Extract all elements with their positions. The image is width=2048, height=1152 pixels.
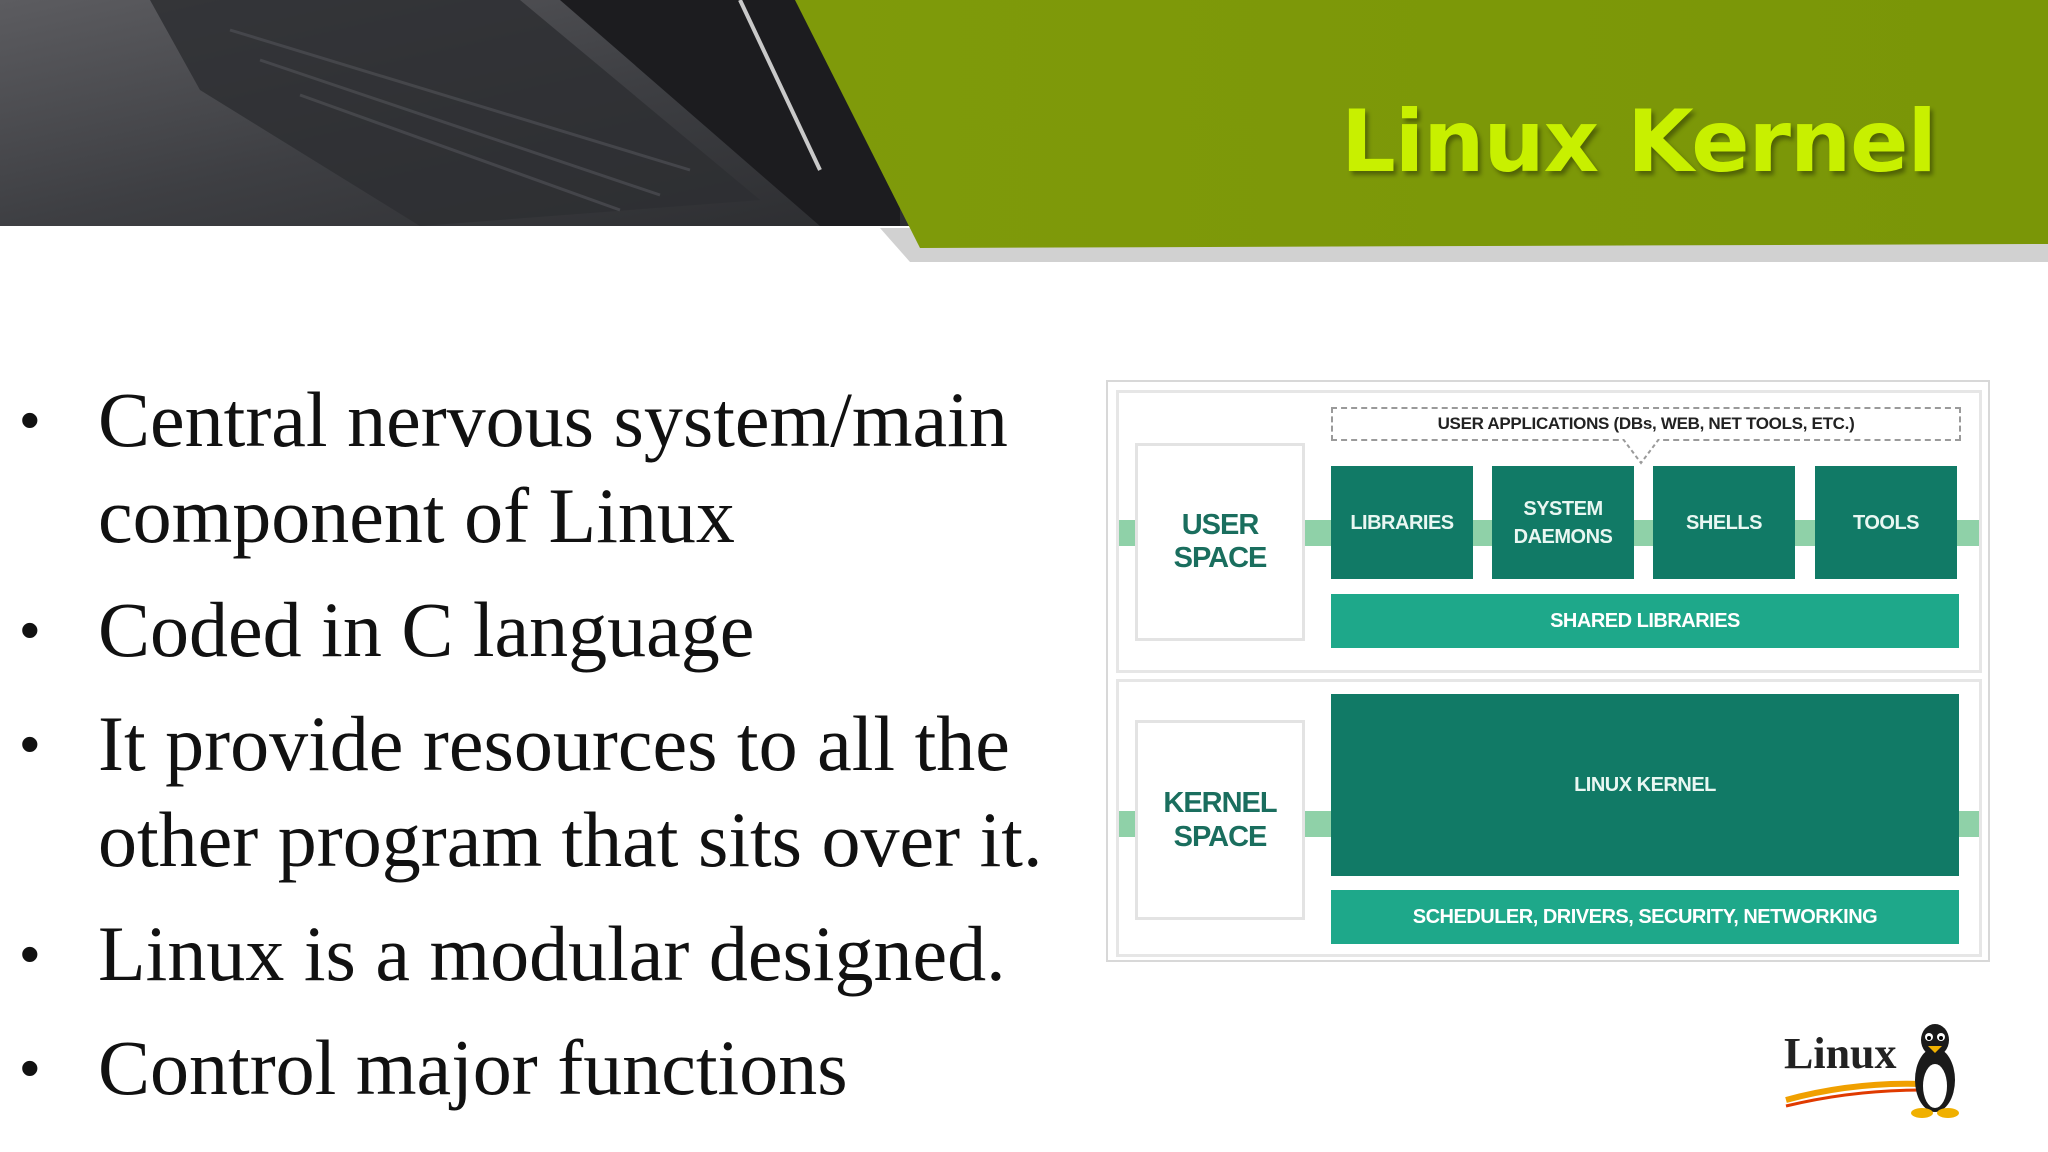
tux-penguin-icon: [1911, 1024, 1959, 1118]
bullet-list: • Central nervous system/main component …: [20, 372, 1080, 1134]
system-daemons-box: SYSTEM DAEMONS: [1492, 466, 1634, 579]
bullet-item: • It provide resources to all the other …: [20, 696, 1080, 888]
bullet-item: • Coded in C language: [20, 582, 1080, 678]
logo-graphic: [1785, 1080, 1923, 1108]
title-band: [795, 0, 2048, 248]
bullet-marker: •: [20, 922, 40, 985]
bullet-text: Linux is a modular designed.: [98, 910, 1006, 997]
bullet-item: • Control major functions: [20, 1020, 1080, 1116]
bullet-text: Control major functions: [98, 1024, 848, 1111]
slide-title: Linux Kernel: [1340, 92, 1937, 192]
linux-kernel-box: LINUX KERNEL: [1331, 694, 1959, 876]
callout-arrow: [1622, 439, 1660, 465]
shells-box: SHELLS: [1653, 466, 1795, 579]
logo-wordmark: Linux: [1784, 1029, 1897, 1078]
bullet-marker: •: [20, 712, 40, 775]
kernel-architecture-diagram: USER APPLICATIONS (DBs, WEB, NET TOOLS, …: [1106, 380, 1990, 962]
bullet-text: It provide resources to all the other pr…: [98, 700, 1043, 883]
bullet-item: • Linux is a modular designed.: [20, 906, 1080, 1002]
bullet-item: • Central nervous system/main component …: [20, 372, 1080, 564]
bullet-marker: •: [20, 598, 40, 661]
user-space-box: USER SPACE: [1135, 443, 1305, 641]
user-applications-label: USER APPLICATIONS (DBs, WEB, NET TOOLS, …: [1331, 407, 1961, 441]
slide-header: Linux Kernel: [0, 0, 2048, 270]
tools-box: TOOLS: [1815, 466, 1957, 579]
linux-logo: Linux: [1782, 1022, 1962, 1122]
kernel-space-section: KERNEL SPACE LINUX KERNEL SCHEDULER, DRI…: [1116, 679, 1982, 957]
libraries-box: LIBRARIES: [1331, 466, 1473, 579]
user-space-section: USER APPLICATIONS (DBs, WEB, NET TOOLS, …: [1116, 390, 1982, 673]
kernel-space-box: KERNEL SPACE: [1135, 720, 1305, 920]
shared-libraries-bar: SHARED LIBRARIES: [1331, 594, 1959, 648]
bullet-marker: •: [20, 1036, 40, 1099]
bullet-text: Central nervous system/main component of…: [98, 376, 1008, 559]
bullet-text: Coded in C language: [98, 586, 755, 673]
bullet-marker: •: [20, 388, 40, 451]
header-background: [0, 0, 2048, 262]
kernel-services-bar: SCHEDULER, DRIVERS, SECURITY, NETWORKING: [1331, 890, 1959, 944]
